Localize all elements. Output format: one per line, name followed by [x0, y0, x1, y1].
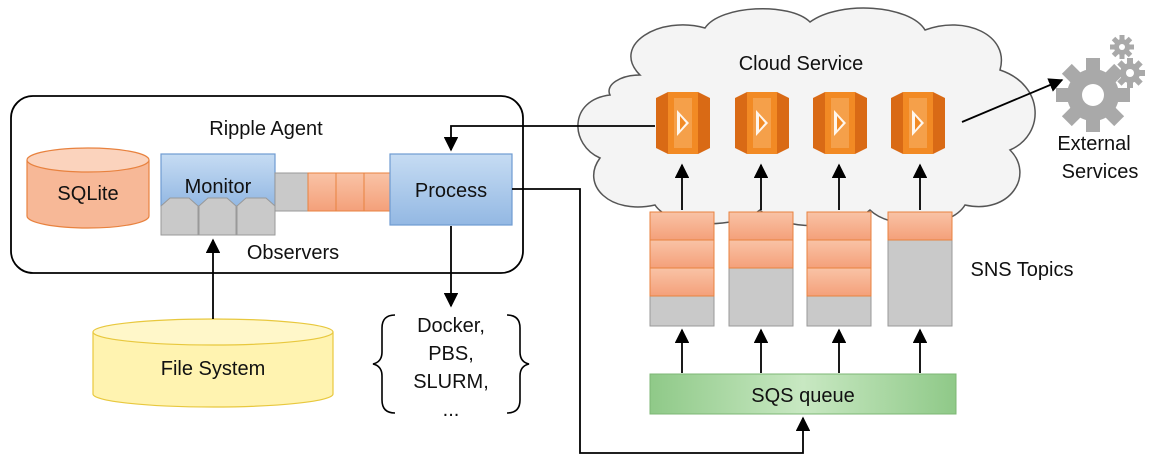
- observers-group: [160, 197, 276, 236]
- lambda-icon: [891, 92, 945, 154]
- executor-item: SLURM,: [413, 371, 489, 393]
- file-system-label: File System: [161, 358, 265, 380]
- right-brace: [506, 314, 530, 414]
- observer-tab: [236, 197, 276, 236]
- sqs-queue: [649, 373, 957, 415]
- sns-topic: [649, 211, 715, 327]
- lambda-icon: [813, 92, 867, 154]
- executor-item: ...: [443, 399, 460, 421]
- lambda-icon: [735, 92, 789, 154]
- arrow-lambda-to-process: [443, 125, 655, 152]
- cloud-title: Cloud Service: [739, 53, 864, 75]
- executor-item: PBS,: [428, 343, 474, 365]
- internal-queue: [274, 172, 391, 212]
- sns-arrows: [674, 163, 928, 373]
- sns-message: [806, 211, 872, 241]
- external-services-label-line1: External: [1057, 133, 1130, 155]
- sns-topics: [649, 211, 953, 327]
- sqs-queue-label: SQS queue: [751, 385, 854, 407]
- cloud-service: Cloud Service: [577, 7, 1036, 227]
- observer-tab: [198, 197, 237, 236]
- sns-message: [806, 239, 872, 269]
- sns-topic: [806, 211, 872, 327]
- observers-label: Observers: [247, 242, 339, 264]
- sqlite-label: SQLite: [57, 183, 118, 205]
- arrow-lambda-to-external: [961, 78, 1064, 123]
- sns-message: [649, 211, 715, 241]
- sns-message: [649, 239, 715, 269]
- sns-topic: [728, 211, 794, 327]
- arrow-process-to-sqs: [512, 188, 811, 454]
- monitor-label: Monitor: [185, 176, 252, 198]
- process-box: [389, 153, 513, 226]
- sns-topic: [887, 211, 953, 327]
- sns-message: [649, 267, 715, 297]
- executors-group: Docker, PBS, SLURM, ...: [372, 314, 530, 421]
- sns-message: [887, 211, 953, 241]
- file-system-database: File System: [92, 318, 334, 408]
- process-label: Process: [415, 180, 487, 202]
- sns-message: [806, 267, 872, 297]
- lambda-functions: [656, 92, 945, 154]
- left-brace: [372, 314, 396, 414]
- sns-message: [728, 239, 794, 269]
- gear-icon: [1056, 35, 1145, 132]
- ripple-agent-title: Ripple Agent: [209, 118, 323, 140]
- external-services-label-line2: Services: [1062, 161, 1139, 183]
- sqlite-database: SQLite: [26, 147, 150, 229]
- sns-topics-label: SNS Topics: [970, 259, 1073, 281]
- lambda-icon: [656, 92, 710, 154]
- sns-message: [728, 211, 794, 241]
- executor-item: Docker,: [417, 315, 485, 337]
- observer-tab: [160, 197, 199, 236]
